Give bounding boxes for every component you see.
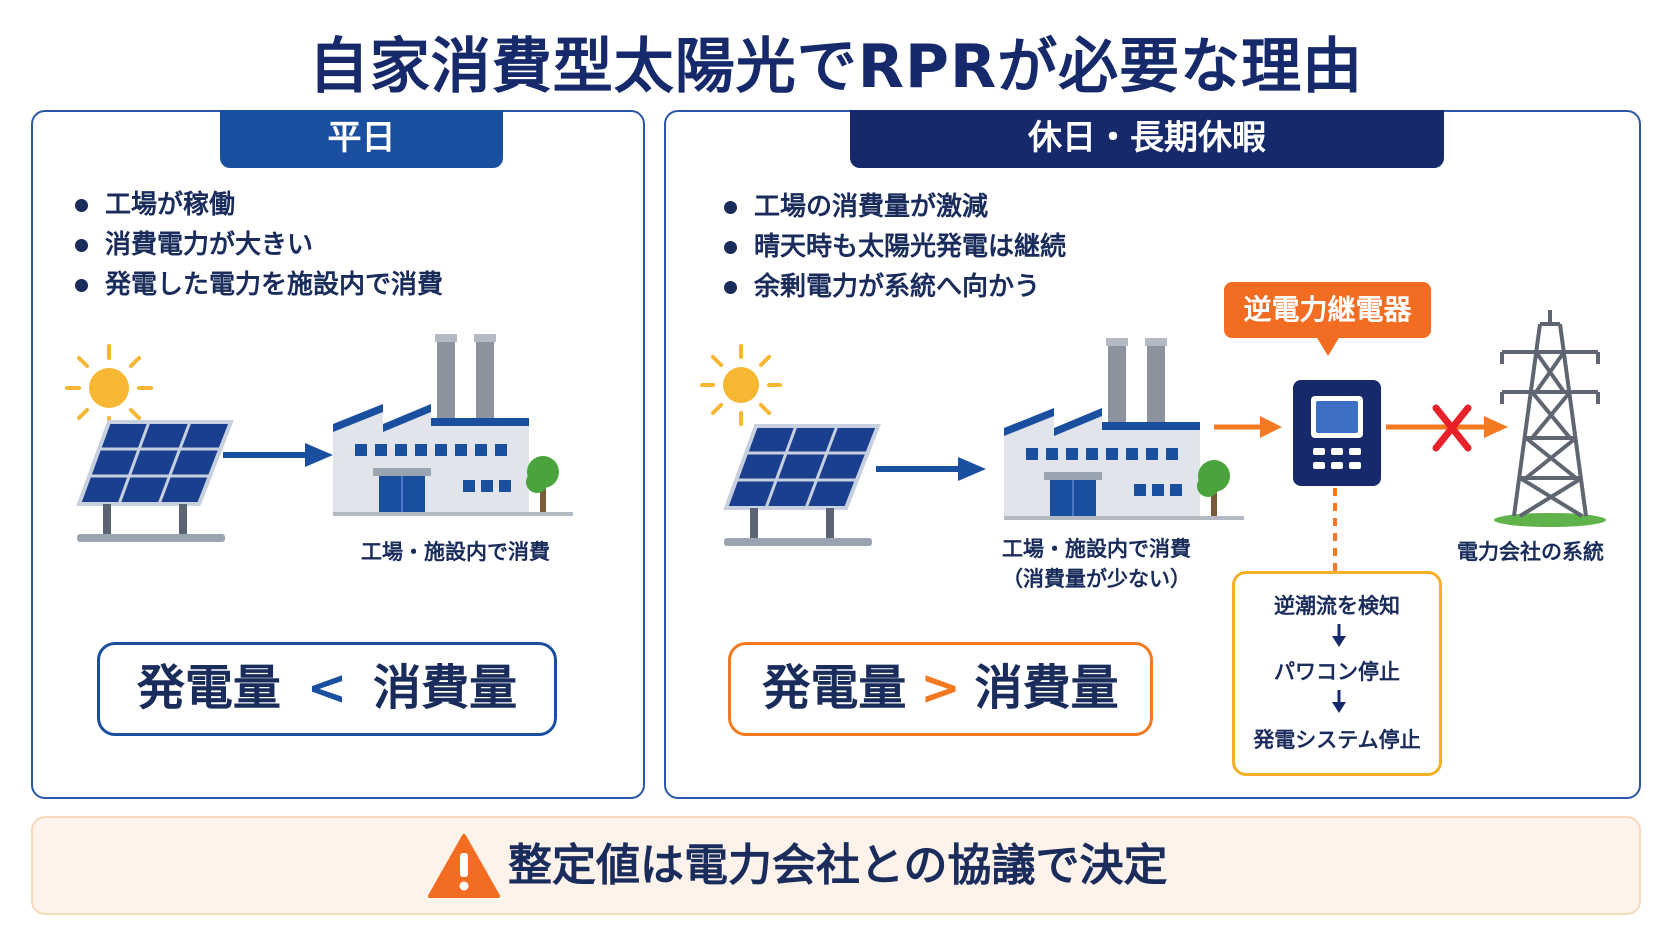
protection-flow-box: 逆潮流を検知 パワコン停止 発電システム停止 bbox=[1232, 571, 1442, 776]
reverse-power-relay-label: 逆電力継電器 bbox=[1224, 282, 1431, 356]
weekday-bullet: 消費電力が大きい bbox=[69, 225, 443, 265]
red-x-icon bbox=[1432, 404, 1472, 452]
weekday-bullet: 発電した電力を施設内で消費 bbox=[69, 265, 443, 305]
holiday-bullet: 工場の消費量が激減 bbox=[718, 187, 1066, 227]
sun-icon bbox=[700, 344, 782, 426]
flow-step: 逆潮流を検知 bbox=[1274, 594, 1400, 618]
page-title: 自家消費型太陽光でRPRが必要な理由 bbox=[308, 32, 1364, 102]
orange-arrow-icon bbox=[1214, 416, 1282, 438]
transmission-tower-icon bbox=[1494, 310, 1606, 527]
footer-note-box: 整定値は電力会社との協議で決定 bbox=[31, 816, 1641, 915]
weekday-comparison-box: 発電量 < 消費量 bbox=[97, 642, 557, 736]
holiday-bullet: 晴天時も太陽光発電は継続 bbox=[718, 227, 1066, 267]
arrow-right-icon bbox=[876, 457, 986, 481]
consumption-label: 消費量 bbox=[974, 660, 1119, 716]
weekday-panel: 平日 工場が稼働 消費電力が大きい 発電した電力を施設内で消費 bbox=[31, 110, 645, 799]
weekday-tab: 平日 bbox=[220, 110, 503, 168]
footer-note-text: 整定値は電力会社との協議で決定 bbox=[508, 840, 1168, 891]
flow-step: パワコン停止 bbox=[1274, 660, 1400, 684]
arrow-right-icon bbox=[223, 443, 333, 467]
warning-icon bbox=[428, 834, 500, 898]
solar-panel-icon bbox=[723, 424, 881, 546]
dashed-connector bbox=[1333, 488, 1337, 572]
consumption-label: 消費量 bbox=[373, 660, 518, 716]
holiday-bullet: 余剰電力が系統へ向かう bbox=[718, 267, 1066, 307]
less-than-sign: < bbox=[306, 660, 348, 716]
factory-caption-line2: （消費量が少ない） bbox=[1002, 567, 1191, 591]
relay-device-icon bbox=[1293, 380, 1381, 486]
weekday-bullet: 工場が稼働 bbox=[69, 185, 443, 225]
weekday-bullet-list: 工場が稼働 消費電力が大きい 発電した電力を施設内で消費 bbox=[69, 185, 443, 305]
flow-step: 発電システム停止 bbox=[1253, 728, 1421, 752]
holiday-comparison-box: 発電量>消費量 bbox=[728, 642, 1153, 736]
holiday-tab: 休日・長期休暇 bbox=[850, 110, 1444, 168]
holiday-bullet-list: 工場の消費量が激減 晴天時も太陽光発電は継続 余剰電力が系統へ向かう bbox=[718, 187, 1066, 307]
factory-caption-low: 工場・施設内で消費 （消費量が少ない） bbox=[1002, 534, 1191, 594]
factory-icon bbox=[333, 334, 573, 516]
solar-panel-icon bbox=[76, 420, 234, 542]
arrow-down-icon bbox=[1332, 624, 1346, 647]
sun-icon bbox=[65, 344, 153, 432]
factory-icon bbox=[1004, 338, 1244, 520]
generation-label: 発電量 bbox=[762, 660, 907, 716]
blocked-arrow-icon bbox=[1386, 404, 1508, 452]
holiday-panel: 休日・長期休暇 工場の消費量が激減 晴天時も太陽光発電は継続 余剰電力が系統へ向… bbox=[664, 110, 1641, 799]
factory-caption-line1: 工場・施設内で消費 bbox=[1002, 537, 1191, 561]
greater-than-sign: > bbox=[920, 660, 961, 716]
factory-caption: 工場・施設内で消費 bbox=[361, 540, 550, 564]
generation-label: 発電量 bbox=[136, 660, 281, 716]
grid-caption: 電力会社の系統 bbox=[1457, 540, 1604, 564]
arrow-down-icon bbox=[1332, 690, 1346, 713]
